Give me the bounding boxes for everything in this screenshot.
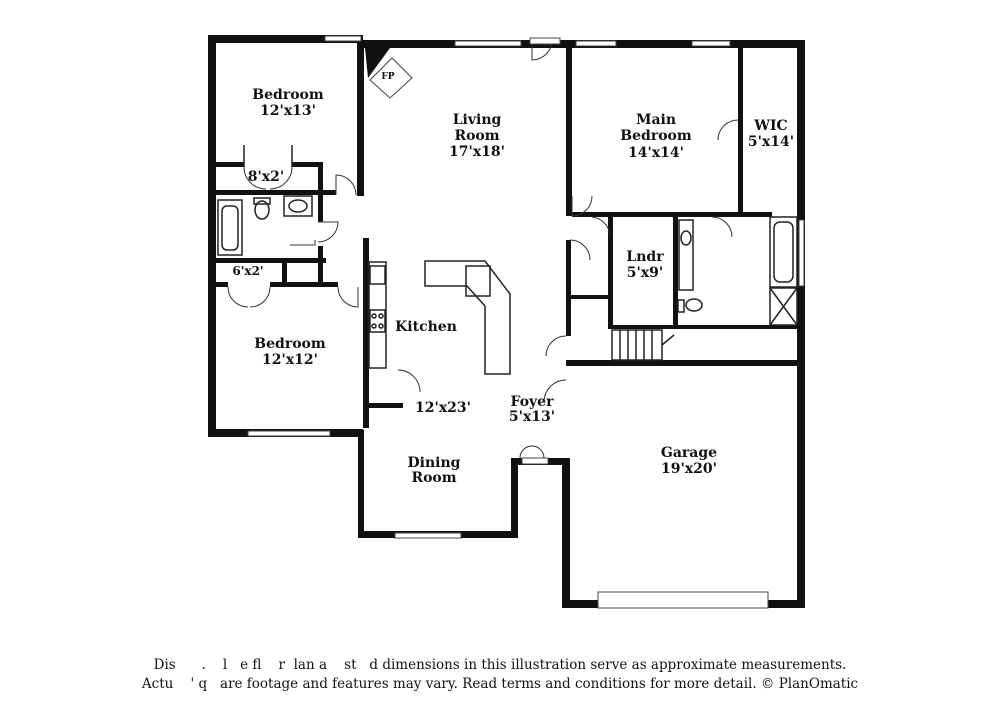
doors	[227, 37, 739, 465]
living-room-dims: 17'x18'	[449, 144, 505, 160]
closet-w-dims: 6'x2'	[232, 264, 263, 278]
wic-dims: 5'x14'	[748, 134, 794, 150]
disclaimer-line-1: Dis . l e fl r lan a st d dimensions in …	[153, 657, 847, 673]
fireplace-hearth	[369, 57, 413, 99]
bedroom-nw-name: Bedroom	[252, 87, 324, 103]
main-bedroom-name-1: Main	[636, 112, 676, 128]
exterior-walls	[208, 35, 805, 608]
kitchen-dims: 12'x23'	[415, 400, 471, 416]
main-bedroom-dims: 14'x14'	[628, 145, 684, 161]
dining-room-name-2: Room	[411, 470, 456, 486]
living-room-name-1: Living	[453, 112, 502, 128]
living-room-name-2: Room	[454, 128, 499, 144]
fireplace-label: FP	[381, 72, 394, 82]
kitchen-name: Kitchen	[395, 319, 457, 335]
disclaimer-line-2: Actu ' q are footage and features may va…	[141, 676, 859, 692]
laundry-name: Lndr	[626, 249, 664, 265]
closet-nw-dims: 8'x2'	[248, 169, 284, 185]
dining-room-name-1: Dining	[408, 455, 461, 471]
foyer-name: Foyer	[511, 394, 555, 410]
foyer-dims: 5'x13'	[509, 409, 555, 425]
room-labels: Bedroom 12'x13' 8'x2' 6'x2' Bedroom 12'x…	[232, 72, 794, 486]
disclaimer: Dis . l e fl r lan a st d dimensions in …	[0, 656, 1000, 694]
garage-dims: 19'x20'	[661, 461, 717, 477]
bedroom-w-dims: 12'x12'	[262, 352, 318, 368]
wic-name: WIC	[753, 118, 787, 134]
fixtures	[217, 48, 798, 375]
windows	[247, 35, 805, 609]
bedroom-nw-dims: 12'x13'	[260, 103, 316, 119]
floor-plan: Bedroom 12'x13' 8'x2' 6'x2' Bedroom 12'x…	[208, 35, 805, 609]
bedroom-w-name: Bedroom	[254, 336, 326, 352]
main-bedroom-name-2: Bedroom	[620, 128, 692, 144]
garage-name: Garage	[661, 445, 717, 461]
laundry-dims: 5'x9'	[627, 265, 663, 281]
interior-walls	[216, 48, 805, 428]
